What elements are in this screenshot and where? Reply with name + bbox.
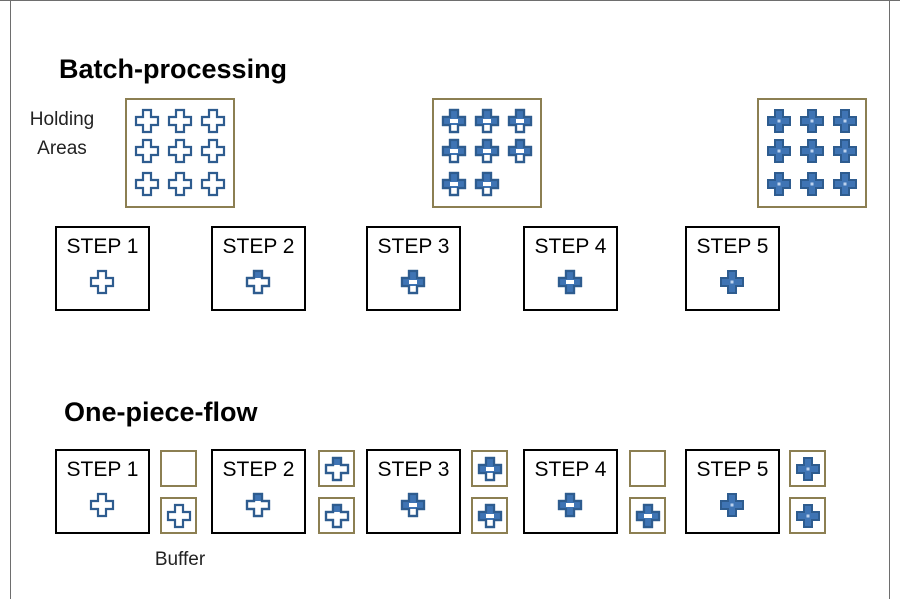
batch-step-4: STEP 4: [523, 226, 618, 311]
holding-3-item-icon: [800, 172, 824, 196]
holding-1-item-icon: [167, 171, 193, 197]
holding-1-item-icon: [167, 108, 193, 134]
flow-step-5-item-icon: [720, 493, 744, 517]
batch-step-1-label: STEP 1: [66, 235, 139, 258]
frame-right-line: [889, 0, 890, 599]
holding-2-item-icon: [474, 171, 500, 197]
batch-step-3-item-icon: [400, 269, 426, 295]
buffer-1-bottom-item-icon: [166, 503, 191, 528]
batch-step-5-item-icon: [720, 270, 744, 294]
holding-2-item-icon: [507, 108, 533, 134]
holding-2-item-icon: [441, 108, 467, 134]
holding-3-item-icon: [767, 172, 791, 196]
batch-step-5-label: STEP 5: [696, 235, 769, 258]
holding-3-item-icon: [833, 172, 857, 196]
holding-1-item-icon: [134, 108, 160, 134]
holding-areas-label: Holding Areas: [29, 109, 95, 159]
holding-1-item-icon: [200, 108, 226, 134]
batch-step-1-item-icon: [89, 269, 115, 295]
batch-step-1: STEP 1: [55, 226, 150, 311]
buffer-3-bottom-item-icon: [477, 503, 502, 528]
flow-step-1-item-icon: [89, 492, 115, 518]
flow-step-3-label: STEP 3: [377, 458, 450, 481]
holding-1-item-icon: [200, 138, 226, 164]
buffer-3-bottom: [471, 497, 508, 534]
flow-step-1-label: STEP 1: [66, 458, 139, 481]
holding-2-item-icon: [441, 171, 467, 197]
batch-step-2-label: STEP 2: [222, 235, 295, 258]
one-piece-flow-title: One-piece-flow: [64, 397, 258, 427]
flow-step-2-label: STEP 2: [222, 458, 295, 481]
buffer-4-bottom-item-icon: [635, 503, 660, 528]
buffer-label: Buffer: [154, 549, 206, 570]
buffer-1-top: [160, 450, 197, 487]
buffer-2-bottom-item-icon: [324, 503, 349, 528]
batch-step-3: STEP 3: [366, 226, 461, 311]
flow-step-4: STEP 4: [523, 449, 618, 534]
holding-1-item-icon: [200, 171, 226, 197]
batch-step-3-label: STEP 3: [377, 235, 450, 258]
batch-step-2: STEP 2: [211, 226, 306, 311]
batch-step-2-item-icon: [245, 269, 271, 295]
flow-step-4-label: STEP 4: [534, 458, 607, 481]
buffer-5-bottom-item-icon: [795, 503, 820, 528]
holding-1-item-icon: [167, 138, 193, 164]
flow-step-1: STEP 1: [55, 449, 150, 534]
holding-1-item-icon: [134, 138, 160, 164]
holding-3-item-icon: [800, 109, 824, 133]
buffer-4-top: [629, 450, 666, 487]
flow-step-3: STEP 3: [366, 449, 461, 534]
holding-2-item-icon: [441, 138, 467, 164]
frame-left-line: [10, 0, 11, 599]
holding-3-item-icon: [833, 109, 857, 133]
flow-step-4-item-icon: [557, 492, 583, 518]
holding-3-item-icon: [800, 139, 824, 163]
batch-processing-title: Batch-processing: [59, 54, 288, 84]
holding-3-item-icon: [833, 139, 857, 163]
batch-step-5: STEP 5: [685, 226, 780, 311]
flow-step-2: STEP 2: [211, 449, 306, 534]
buffer-2-top-item-icon: [324, 456, 349, 481]
flow-step-2-item-icon: [245, 492, 271, 518]
holding-2-item-icon: [474, 138, 500, 164]
buffer-5-top: [789, 450, 826, 487]
flow-step-5: STEP 5: [685, 449, 780, 534]
flow-step-5-label: STEP 5: [696, 458, 769, 481]
holding-3-item-icon: [767, 109, 791, 133]
buffer-5-top-item-icon: [795, 456, 820, 481]
buffer-3-top-item-icon: [477, 456, 502, 481]
flow-step-3-item-icon: [400, 492, 426, 518]
frame-top-line: [0, 0, 900, 1]
holding-2-item-icon: [507, 138, 533, 164]
holding-2-item-icon: [474, 108, 500, 134]
holding-3-item-icon: [767, 139, 791, 163]
holding-1-item-icon: [134, 171, 160, 197]
batch-step-4-label: STEP 4: [534, 235, 607, 258]
batch-step-4-item-icon: [557, 269, 583, 295]
